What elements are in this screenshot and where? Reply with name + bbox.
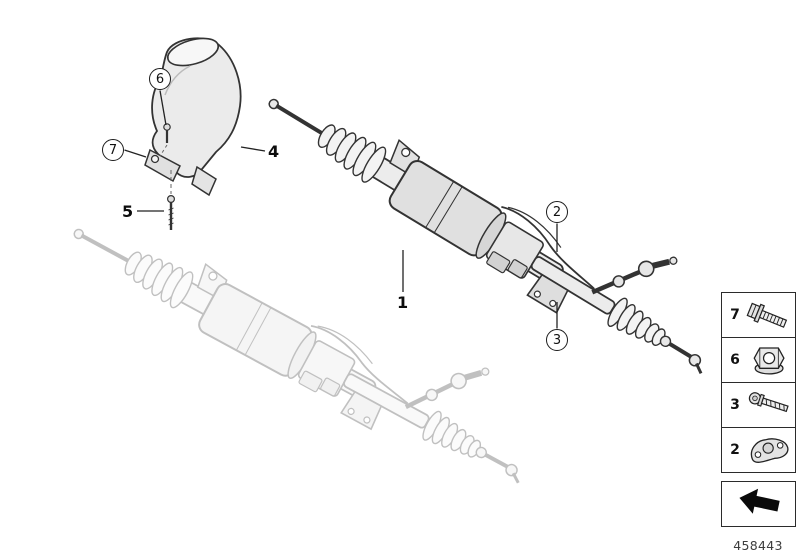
callout-2[interactable]: 2 bbox=[546, 201, 568, 223]
legend-item-7[interactable]: 7 bbox=[721, 292, 796, 338]
steering-gear-main bbox=[253, 36, 745, 393]
legend-item-2[interactable]: 2 bbox=[721, 427, 796, 473]
callout-3-label: 3 bbox=[552, 332, 562, 348]
label-1[interactable]: 1 bbox=[397, 293, 409, 312]
legend-item-7-number: 7 bbox=[730, 307, 740, 323]
callout-6[interactable]: 6 bbox=[149, 68, 171, 90]
callout-7[interactable]: 7 bbox=[102, 139, 124, 161]
callout-3[interactable]: 3 bbox=[546, 329, 568, 351]
flange-bolt-icon bbox=[744, 295, 795, 335]
legend-item-3[interactable]: 3 bbox=[721, 382, 796, 428]
heat-shield-part bbox=[144, 37, 242, 197]
diagram-part-number: 458443 bbox=[733, 538, 783, 553]
legend-item-3-number: 3 bbox=[730, 397, 740, 413]
rubber-mount-icon bbox=[744, 430, 795, 470]
callout-7-label: 7 bbox=[108, 142, 118, 158]
label-4[interactable]: 4 bbox=[268, 142, 280, 161]
callout-2-label: 2 bbox=[552, 204, 562, 220]
callout-6-label: 6 bbox=[155, 71, 165, 87]
flange-nut-icon bbox=[744, 340, 795, 380]
legend-item-arrow[interactable] bbox=[721, 481, 796, 527]
direction-arrow-icon bbox=[731, 482, 787, 526]
legend-item-6-number: 6 bbox=[730, 352, 740, 368]
clamp-screw bbox=[167, 170, 176, 230]
leader-lines bbox=[124, 90, 558, 329]
legend-column: 7 bbox=[721, 292, 796, 527]
label-5[interactable]: 5 bbox=[122, 202, 134, 221]
shield-bolt bbox=[159, 123, 171, 157]
legend-item-2-number: 2 bbox=[730, 442, 740, 458]
legend-item-6[interactable]: 6 bbox=[721, 337, 796, 383]
screw-icon bbox=[744, 385, 795, 425]
